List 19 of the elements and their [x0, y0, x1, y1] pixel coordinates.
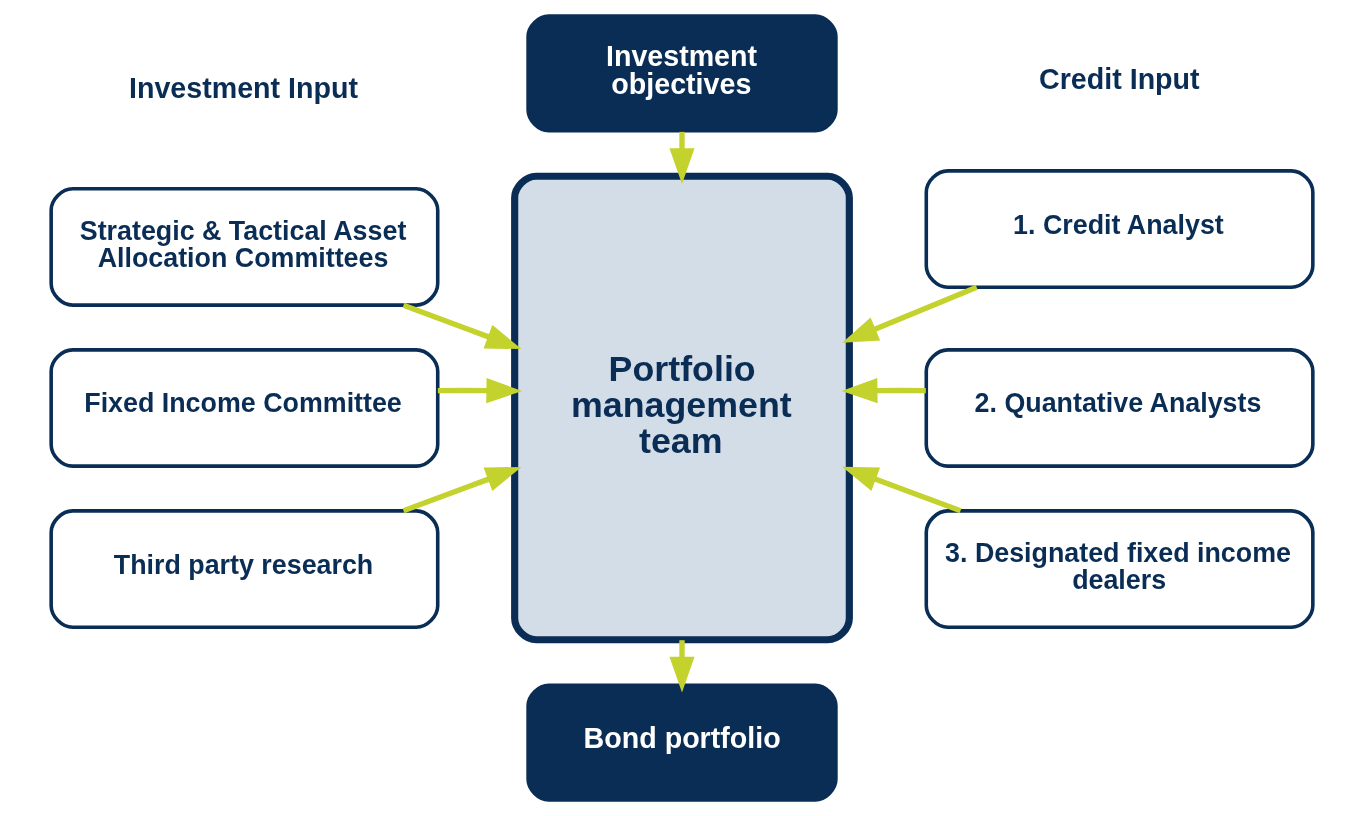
arrow: [668, 131, 695, 185]
arrow: [841, 378, 926, 404]
node-box: Third party research: [48, 509, 439, 629]
arrow: [402, 302, 522, 350]
node-box: Bond portfolio: [525, 683, 838, 802]
node-box: Portfolio management team: [510, 172, 853, 644]
arrow: [841, 284, 978, 343]
node-box: 3. Designated fixed income dealers: [924, 509, 1315, 629]
node-box: 2. Quantative Analysts: [924, 348, 1315, 468]
arrow: [402, 466, 522, 514]
label: Investment Input: [128, 72, 358, 105]
node-box: Strategic & Tactical Asset Allocation Committees: [48, 187, 439, 307]
node-box: Investment objectives: [525, 14, 838, 133]
arrow: [437, 378, 522, 404]
node-box: 1. Credit Analyst: [924, 169, 1315, 289]
node-box: Fixed Income Committee: [48, 348, 439, 468]
arrow: [841, 466, 961, 514]
arrow: [668, 640, 695, 693]
label: Credit Input: [1038, 63, 1200, 96]
